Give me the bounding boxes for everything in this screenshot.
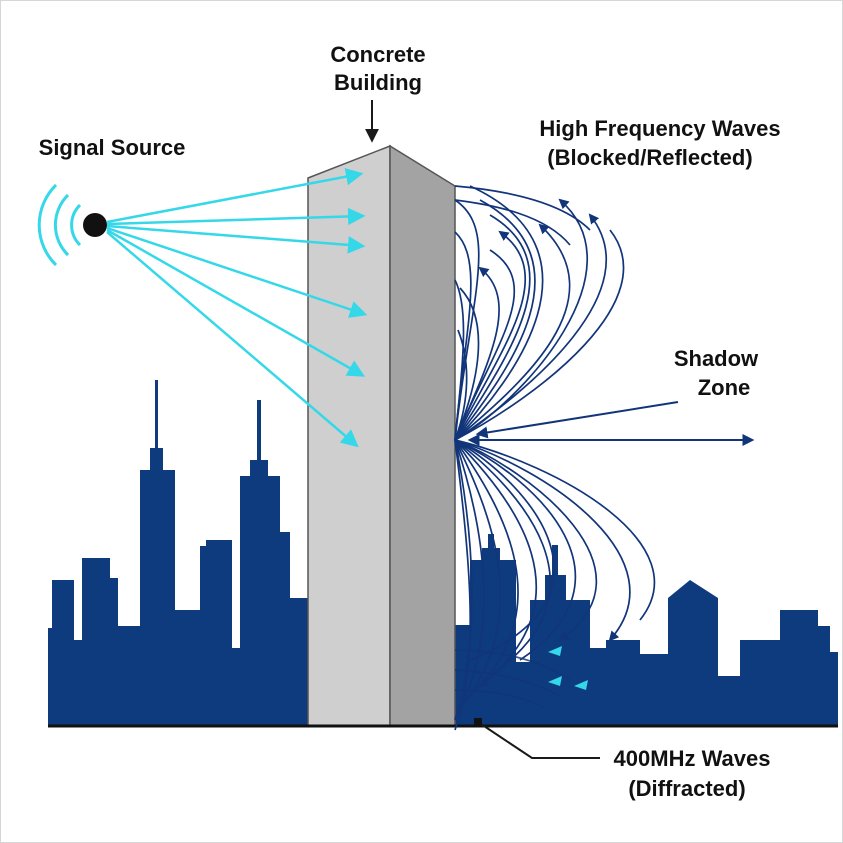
- high-freq-label-line1: High Frequency Waves: [539, 116, 780, 141]
- shadow-zone-arrows: [467, 401, 755, 446]
- skyline-left: [48, 380, 308, 726]
- shadow-zone-label-line2: Zone: [698, 375, 751, 400]
- concrete-label-line2: Building: [334, 70, 422, 95]
- diffracted-label-line2: (Diffracted): [628, 776, 745, 801]
- diffracted-arrows: [548, 646, 588, 690]
- cyan-arrow-icon: [548, 646, 562, 656]
- diffracted-callout-dot: [474, 718, 482, 726]
- signal-source-label: Signal Source: [39, 135, 186, 160]
- diffracted-waves: [454, 439, 656, 731]
- signal-ray: [106, 228, 366, 377]
- shadow-zone-label-line1: Shadow: [674, 346, 759, 371]
- signal-ray: [106, 168, 364, 224]
- signal-ray: [106, 231, 359, 448]
- signal-ray: [106, 224, 366, 254]
- concrete-building: [307, 144, 456, 727]
- signal-rays: [106, 168, 368, 448]
- signal-ray: [106, 226, 368, 318]
- concrete-label-line1: Concrete: [330, 42, 425, 67]
- cyan-arrow-icon: [574, 680, 588, 690]
- diffracted-label-line1: 400MHz Waves: [614, 746, 771, 771]
- high-freq-label-line2: (Blocked/Reflected): [547, 145, 752, 170]
- cyan-arrow-icon: [548, 676, 562, 686]
- signal-ray: [106, 207, 366, 226]
- reflected-waves: [454, 185, 625, 441]
- signal-source-icon: [37, 183, 107, 267]
- diffracted-callout-line: [477, 721, 600, 759]
